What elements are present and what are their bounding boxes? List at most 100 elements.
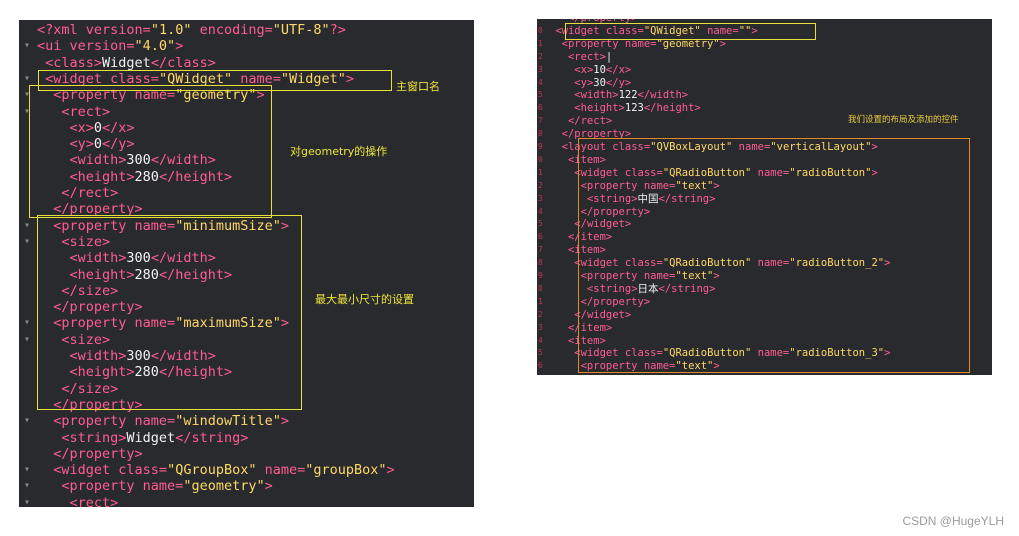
code-line: </property> xyxy=(19,397,474,413)
code-line: </property> xyxy=(19,201,474,217)
token-txt xyxy=(37,430,61,446)
token-tag: <height> xyxy=(574,102,625,115)
token-txt: 280 xyxy=(134,266,159,283)
code-text: </property> xyxy=(549,19,638,25)
line-number: 6 xyxy=(538,103,543,113)
token-attr: name= xyxy=(624,37,657,50)
token-txt: Widget xyxy=(102,54,151,71)
token-txt xyxy=(549,335,568,347)
token-tag: > xyxy=(256,87,265,104)
token-txt xyxy=(37,462,53,478)
token-tag: > xyxy=(884,347,891,360)
code-text: </property> xyxy=(37,396,143,413)
token-tag: </property> xyxy=(53,396,143,413)
line-number: 1 xyxy=(538,167,543,177)
token-tag: <string> xyxy=(586,192,638,205)
line-number xyxy=(19,152,35,168)
fold-chevron-icon[interactable]: ▾ xyxy=(23,496,31,507)
line-number: 2 xyxy=(538,309,543,319)
token-tag: <class> xyxy=(45,54,103,71)
code-text: <property name="geometry"> xyxy=(549,38,726,51)
line-number: 8 xyxy=(538,129,543,139)
token-txt xyxy=(37,299,53,315)
line-number xyxy=(19,250,35,266)
code-text: <width>300</width> xyxy=(37,348,216,364)
code-text: <rect> xyxy=(37,495,119,507)
token-txt xyxy=(37,218,53,234)
code-line: 8 <widget class="QRadioButton" name="rad… xyxy=(537,257,992,270)
code-line: 7 </rect> xyxy=(537,115,992,128)
token-str: "geometry" xyxy=(656,37,720,50)
line-number xyxy=(19,283,35,299)
token-txt xyxy=(549,102,574,114)
line-number: 4 xyxy=(538,206,543,216)
token-tag: </height> xyxy=(643,102,701,115)
token-txt xyxy=(37,55,45,71)
token-txt xyxy=(37,234,61,250)
fold-chevron-icon[interactable]: ▾ xyxy=(23,480,31,492)
token-str: "1.0" xyxy=(150,22,192,38)
fold-chevron-icon[interactable]: ▾ xyxy=(23,105,31,117)
token-tag: </width> xyxy=(150,250,216,267)
code-text: <property name="maximumSize"> xyxy=(37,315,289,331)
token-tag: <widget xyxy=(53,462,119,479)
code-line: 6 </item> xyxy=(537,231,992,244)
token-tag: </y> xyxy=(605,76,632,89)
code-line: <y>0</y> xyxy=(19,136,474,152)
code-line: <width>300</width> xyxy=(19,348,474,364)
fold-chevron-icon[interactable]: ▾ xyxy=(23,219,31,231)
fold-chevron-icon[interactable]: ▾ xyxy=(23,317,31,329)
token-tag: > xyxy=(345,70,355,87)
token-txt xyxy=(37,446,53,462)
line-number xyxy=(19,22,35,38)
token-str: "geometry" xyxy=(183,478,265,495)
token-txt xyxy=(37,315,53,331)
token-txt xyxy=(37,332,61,348)
fold-chevron-icon[interactable]: ▾ xyxy=(23,72,31,84)
token-attr: class= xyxy=(118,462,168,479)
token-attr: name= xyxy=(134,87,176,104)
token-tag: </string> xyxy=(658,192,716,205)
fold-chevron-icon[interactable]: ▾ xyxy=(23,415,31,427)
code-text: </widget> xyxy=(549,309,631,322)
token-txt xyxy=(37,397,53,413)
token-attr: name= xyxy=(142,478,184,495)
token-attr: name= xyxy=(232,70,281,87)
token-txt: 280 xyxy=(134,168,159,185)
token-tag: > xyxy=(264,478,273,495)
code-line: ▾ <size> xyxy=(19,332,474,348)
code-line: 1 </property> xyxy=(537,296,992,309)
line-number: 0 xyxy=(538,283,543,293)
code-text: <property name="geometry"> xyxy=(37,478,273,495)
token-tag: <property xyxy=(53,87,135,104)
line-number: 0 xyxy=(538,154,543,164)
token-attr: name= xyxy=(134,413,176,430)
code-text: </item> xyxy=(549,231,612,244)
token-txt: | xyxy=(605,50,613,63)
fold-chevron-icon[interactable]: ▾ xyxy=(23,333,31,345)
fold-chevron-icon[interactable]: ▾ xyxy=(23,464,31,476)
token-txt xyxy=(549,128,562,140)
line-number xyxy=(19,136,35,152)
line-number xyxy=(19,120,35,136)
code-line: </size> xyxy=(19,381,474,397)
token-txt xyxy=(37,364,70,380)
code-text: <rect>| xyxy=(549,51,612,64)
token-str: "radioButton_3" xyxy=(789,347,885,360)
token-txt xyxy=(549,115,568,127)
token-tag: > xyxy=(713,360,720,373)
line-number xyxy=(19,299,35,315)
line-number: 3 xyxy=(538,193,543,203)
fold-chevron-icon[interactable]: ▾ xyxy=(23,235,31,247)
layout-controls-annotation: 我们设置的布局及添加的控件 xyxy=(848,115,959,125)
code-text: <width>300</width> xyxy=(37,250,216,266)
token-txt xyxy=(549,51,568,63)
code-text: </widget> xyxy=(549,218,631,231)
fold-chevron-icon[interactable]: ▾ xyxy=(23,40,31,52)
token-txt xyxy=(37,71,45,87)
fold-chevron-icon[interactable]: ▾ xyxy=(23,89,31,101)
token-txt xyxy=(549,322,568,334)
code-text: <widget class="QWidget" name=""> xyxy=(549,25,757,38)
token-txt: Widget xyxy=(126,429,176,446)
token-attr: version= xyxy=(85,22,151,38)
